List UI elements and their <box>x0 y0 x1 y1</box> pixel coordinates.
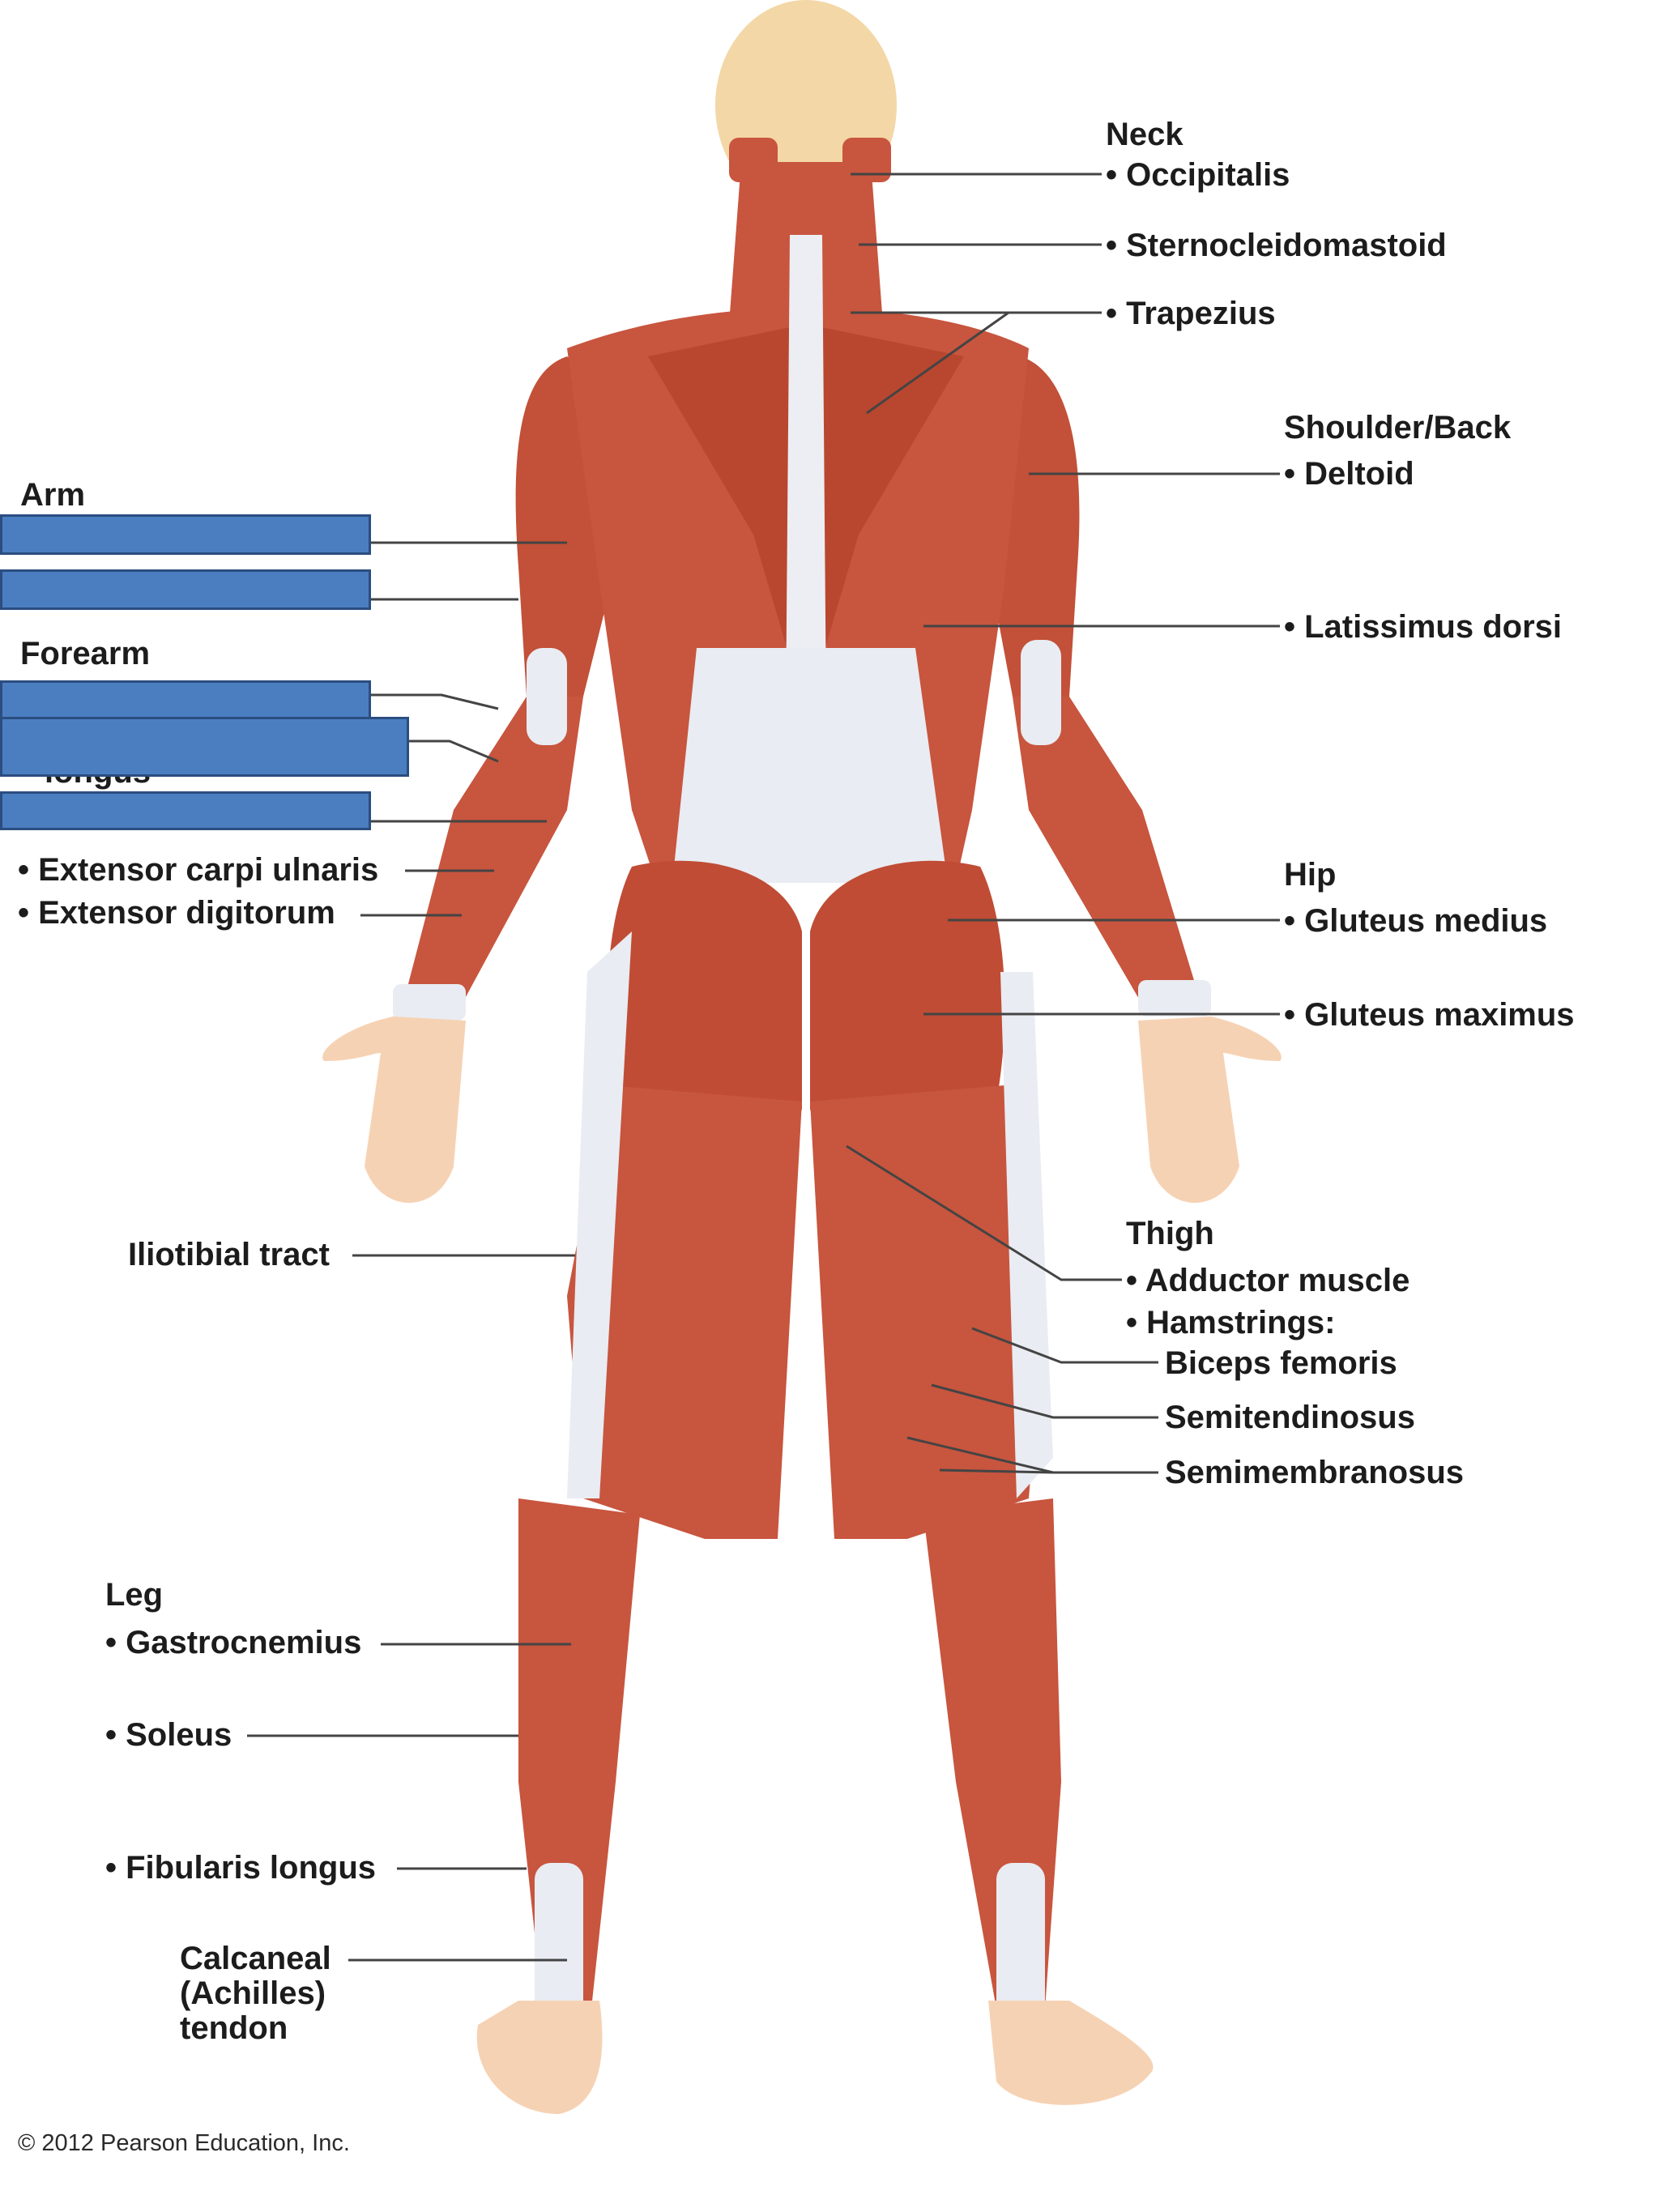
label-semimembranosus: Semimembranosus <box>1165 1455 1465 1490</box>
copyright-notice: © 2012 Pearson Education, Inc. <box>18 2130 350 2156</box>
leader-biceps-femoris <box>971 1327 1158 1364</box>
spine <box>786 235 826 713</box>
label-trapezius: • Trapezius <box>1106 296 1276 331</box>
left-elbow-tendon <box>527 648 567 745</box>
group-neck: Neck <box>1106 117 1183 152</box>
right-elbow-tendon <box>1021 640 1061 745</box>
answer-cover-box-arm-2[interactable] <box>0 569 371 610</box>
group-forearm: Forearm <box>20 636 151 671</box>
label-adductor-muscle: • Adductor muscle <box>1126 1263 1410 1298</box>
label-extensor-digitorum: • Extensor digitorum <box>18 895 335 931</box>
iliotibial-tract <box>567 931 632 1498</box>
leader-adductor <box>846 1144 1122 1281</box>
answer-cover-box-arm-1[interactable] <box>0 514 371 555</box>
label-hamstrings: • Hamstrings: <box>1126 1305 1336 1340</box>
label-iliotibial-tract: Iliotibial tract <box>128 1237 330 1272</box>
answer-cover-box-forearm-1[interactable] <box>0 680 371 721</box>
label-gastrocnemius: • Gastrocnemius <box>105 1625 362 1660</box>
answer-cover-box-forearm-2[interactable] <box>0 717 409 777</box>
label-latissimus-dorsi: • Latissimus dorsi <box>1284 609 1562 645</box>
group-thigh: Thigh <box>1126 1216 1214 1251</box>
label-gluteus-maximus: • Gluteus maximus <box>1284 997 1575 1033</box>
leader-lines <box>247 173 1280 1962</box>
label-deltoid: • Deltoid <box>1284 456 1414 492</box>
label-gluteus-medius: • Gluteus medius <box>1284 903 1548 939</box>
leader-trapezius-2 <box>866 311 1009 415</box>
label-soleus: • Soleus <box>105 1717 232 1753</box>
label-sternocleidomastoid: • Sternocleidomastoid <box>1106 228 1447 263</box>
left-hand <box>322 1016 466 1203</box>
label-calcaneal-tendon: Calcaneal (Achilles) tendon <box>180 1941 331 2046</box>
left-wrist <box>393 984 466 1021</box>
group-leg: Leg <box>105 1577 164 1613</box>
right-it-band <box>1000 972 1053 1498</box>
label-semitendinosus: Semitendinosus <box>1165 1400 1415 1435</box>
group-arm: Arm <box>20 477 86 513</box>
left-foot <box>476 2001 603 2114</box>
group-shoulder-back: Shoulder/Back <box>1284 410 1512 445</box>
gluteus-left <box>607 860 802 1136</box>
label-occipitalis: • Occipitalis <box>1106 157 1290 193</box>
body-illustration <box>322 0 1282 2114</box>
lumbar-fascia <box>672 648 948 883</box>
leader-forearm-2 <box>405 739 499 763</box>
right-foot <box>988 2001 1154 2105</box>
leader-semimembranosus-2 <box>939 1468 1054 1474</box>
leader-forearm-1 <box>369 693 499 710</box>
answer-cover-box-forearm-3[interactable] <box>0 791 371 830</box>
label-fibularis-longus: • Fibularis longus <box>105 1850 377 1886</box>
leader-semitendinosus <box>931 1383 1158 1419</box>
label-extensor-carpi-ulnaris: • Extensor carpi ulnaris <box>18 852 379 888</box>
left-thigh <box>567 1085 802 1539</box>
right-thigh <box>810 1085 1045 1539</box>
left-forearm <box>405 697 583 1004</box>
label-biceps-femoris: Biceps femoris <box>1165 1345 1397 1381</box>
right-wrist <box>1138 980 1211 1016</box>
right-hand <box>1138 1016 1282 1203</box>
right-forearm <box>1013 697 1199 1004</box>
gluteus-right <box>810 860 1005 1136</box>
group-hip: Hip <box>1284 857 1337 893</box>
